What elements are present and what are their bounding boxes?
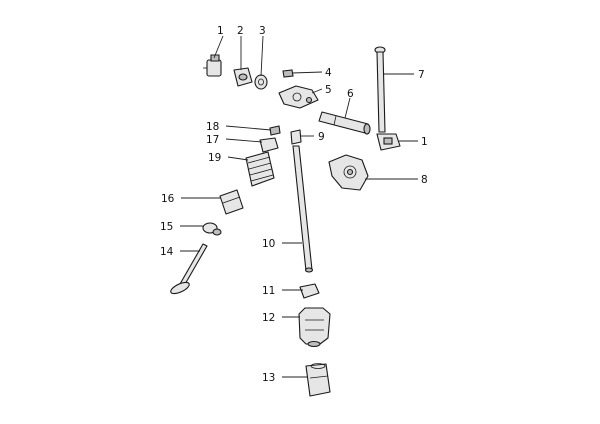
callout-7: 7 xyxy=(418,69,425,81)
callout-9: 9 xyxy=(318,131,325,143)
part-1-adjusting-screw-top xyxy=(203,54,222,77)
callout-8: 8 xyxy=(421,174,428,186)
callout-4: 4 xyxy=(325,67,332,79)
callout-13: 13 xyxy=(262,372,275,384)
part-4-nut xyxy=(282,69,294,78)
part-13-cam-follower xyxy=(305,363,331,397)
callout-1-right: 1 xyxy=(421,136,428,148)
callout-19: 19 xyxy=(208,152,221,164)
callout-5: 5 xyxy=(325,84,332,96)
part-18-collet xyxy=(269,125,281,136)
part-9-clip xyxy=(290,129,302,145)
callout-6: 6 xyxy=(347,88,354,100)
leader-lines xyxy=(180,35,418,378)
part-2-rocker-shaft-piece xyxy=(233,67,253,87)
part-1-adjusting-screw-right xyxy=(376,133,401,151)
part-8-rocker-bracket xyxy=(328,154,369,191)
part-3-washer xyxy=(254,74,268,90)
part-6-rocker-shaft xyxy=(318,111,371,135)
callout-14: 14 xyxy=(160,246,174,258)
callout-11: 11 xyxy=(262,285,275,297)
callout-18: 18 xyxy=(206,121,219,133)
callout-12: 12 xyxy=(262,312,275,324)
callout-16: 16 xyxy=(161,193,175,205)
part-15-seal xyxy=(202,222,222,236)
callout-3: 3 xyxy=(259,25,266,37)
callout-15: 15 xyxy=(160,221,173,233)
part-17-valve-cap xyxy=(259,137,279,153)
callout-10: 10 xyxy=(262,238,275,250)
part-12-tappet xyxy=(298,307,331,348)
callout-2: 2 xyxy=(237,25,244,37)
part-14-valve xyxy=(170,243,208,295)
part-16-spring-seat xyxy=(219,189,244,215)
part-5-rocker-arm xyxy=(278,85,319,109)
part-11-lifter-cap xyxy=(299,283,320,299)
part-10-pushrod xyxy=(292,145,314,273)
part-19-valve-spring xyxy=(245,151,275,187)
callout-17: 17 xyxy=(206,134,219,146)
callout-1-top: 1 xyxy=(217,25,224,37)
part-7-long-rod xyxy=(374,46,386,133)
